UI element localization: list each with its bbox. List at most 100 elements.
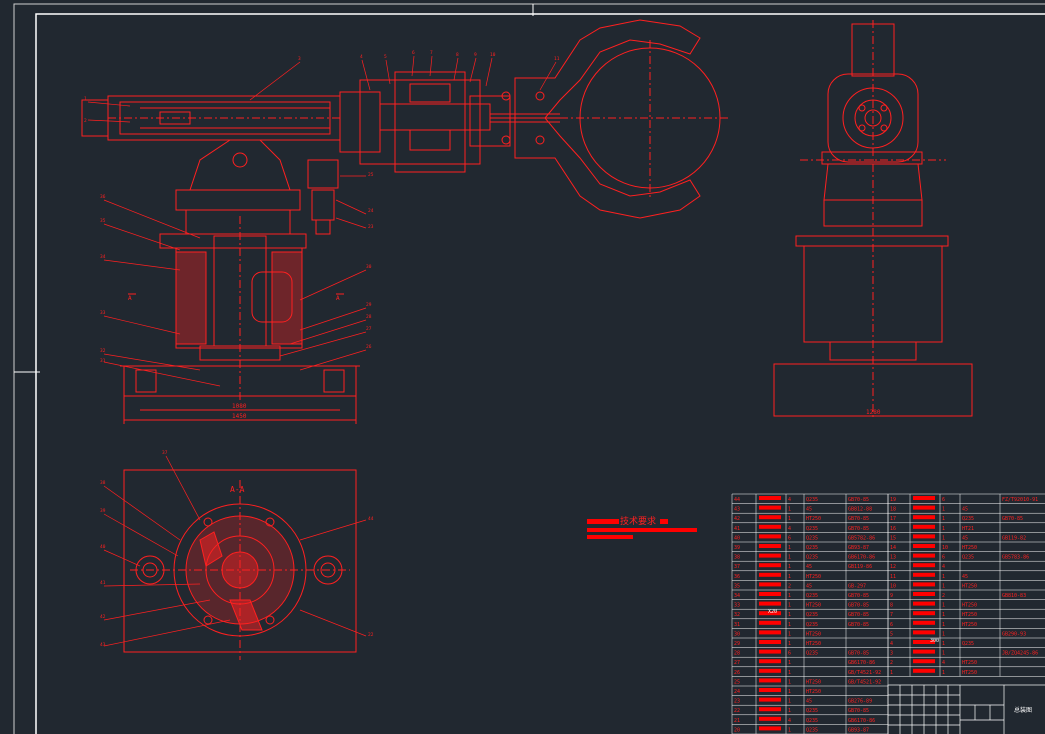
bom-qty: 4: [788, 718, 791, 724]
bom-no: 38: [734, 555, 740, 561]
svg-text:34: 34: [100, 254, 106, 260]
svg-text:32: 32: [100, 348, 106, 354]
title-block-name: 总装图: [1014, 706, 1032, 714]
bom-qty: 1: [942, 574, 945, 580]
bom-no: 29: [734, 641, 740, 647]
bom-standard: GB5783-86: [1002, 555, 1029, 561]
svg-text:35: 35: [100, 218, 106, 224]
bom-standard: GB70-85: [848, 526, 869, 532]
bom-qty: 1: [788, 631, 791, 637]
bom-name-redacted: [913, 505, 935, 510]
bom-qty: 1: [788, 574, 791, 580]
bom-qty: 4: [942, 660, 945, 666]
bom-name-redacted: [913, 668, 935, 673]
bom-standard: GB70-85: [848, 708, 869, 714]
bom-standard: GB70-85: [848, 497, 869, 503]
svg-text:33: 33: [100, 310, 106, 316]
bom-no: 39: [734, 545, 740, 551]
bom-material: Q235: [806, 593, 818, 599]
bom-standard: JB/ZQ4245-86: [1002, 651, 1038, 657]
redacted-bar: [660, 519, 668, 524]
bom-qty: 4: [942, 564, 945, 570]
bom-name-redacted: [913, 601, 935, 606]
bom-standard: GB70-85: [848, 593, 869, 599]
bom-material: HT250: [962, 622, 977, 628]
bom-name-redacted: [759, 572, 781, 577]
bom-no: 13: [890, 555, 896, 561]
bom-qty: 6: [788, 651, 791, 657]
svg-text:30: 30: [366, 264, 372, 270]
bom-no: 3: [890, 651, 893, 657]
bom-standard: GB93-87: [848, 545, 869, 551]
svg-text:27: 27: [366, 326, 372, 332]
bom-name-redacted: [913, 553, 935, 558]
bom-name-redacted: [913, 592, 935, 596]
svg-text:29: 29: [366, 302, 372, 308]
bom-name-redacted: [913, 640, 935, 644]
bom-standard: GB5782-86: [848, 535, 875, 541]
dim-base-outer: 1450: [232, 413, 247, 420]
bom-material: HT250: [962, 660, 977, 666]
bom-no: 25: [734, 679, 740, 685]
bom-name-redacted: [759, 668, 781, 673]
bom-standard: GB-297: [848, 583, 866, 589]
bom-standard: GB93-87: [848, 727, 869, 733]
bom-no: 22: [734, 708, 740, 714]
bom-qty: 1: [942, 631, 945, 637]
svg-text:44: 44: [368, 516, 374, 522]
bom-no: 1: [890, 670, 893, 676]
svg-text:38: 38: [100, 480, 106, 486]
bom-no: 15: [890, 535, 896, 541]
bom-qty: 1: [788, 516, 791, 522]
bom-name-redacted: [759, 620, 781, 625]
bom-standard: FZ/T92010-91: [1002, 497, 1038, 503]
bom-name-redacted: [759, 515, 781, 520]
redacted-bar: [587, 535, 633, 539]
svg-text:26: 26: [366, 344, 372, 350]
bom-no: 42: [734, 516, 740, 522]
bom-qty: 1: [942, 507, 945, 513]
bom-white-label: X20: [768, 609, 777, 615]
bom-standard: GB70-85: [848, 622, 869, 628]
svg-text:3: 3: [298, 56, 301, 62]
bom-no: 5: [890, 631, 893, 637]
bom-name-redacted: [759, 688, 781, 692]
bom-no: 21: [734, 718, 740, 724]
bom-material: 45: [806, 699, 812, 705]
section-labels: 37 38 39 40 41 42 43 44 22: [100, 450, 374, 648]
svg-text:7: 7: [430, 50, 433, 56]
side-view: [773, 20, 973, 420]
bom-qty: 4: [788, 526, 791, 532]
bom-name-redacted: [759, 659, 781, 664]
bom-qty: 1: [942, 583, 945, 589]
bom-name-redacted: [759, 716, 781, 721]
bom-name-redacted: [913, 515, 935, 520]
svg-text:4: 4: [360, 54, 363, 60]
bom-no: 9: [890, 593, 893, 599]
bom-name-redacted: [759, 553, 781, 558]
bom-no: 2: [890, 660, 893, 666]
bom-name-redacted: [759, 496, 781, 500]
bom-material: HT250: [806, 631, 821, 637]
bom-material: Q235: [806, 622, 818, 628]
bom-qty: 1: [788, 727, 791, 733]
bom-qty: 1: [788, 622, 791, 628]
bom-qty: 1: [788, 564, 791, 570]
front-labels: 1 2 3 4 5 6 7 8 9 10 11 36 35 34 33 32 3…: [84, 50, 560, 364]
bom-standard: GB290-93: [1002, 631, 1026, 637]
svg-text:22: 22: [368, 632, 374, 638]
bom-qty: 1: [788, 689, 791, 695]
bom-qty: 6: [942, 497, 945, 503]
tech-requirements: 技术要求: [587, 515, 697, 539]
bom-name-redacted: [759, 726, 781, 731]
bom-name-redacted: [759, 649, 781, 654]
section-view: [123, 469, 357, 660]
bom-qty: 1: [942, 516, 945, 522]
bom-no: 31: [734, 622, 740, 628]
svg-text:9: 9: [474, 52, 477, 58]
svg-text:40: 40: [100, 544, 106, 550]
bom-material: 45: [806, 583, 812, 589]
bom-standard: GB70-85: [848, 651, 869, 657]
bom-qty: 1: [788, 507, 791, 513]
